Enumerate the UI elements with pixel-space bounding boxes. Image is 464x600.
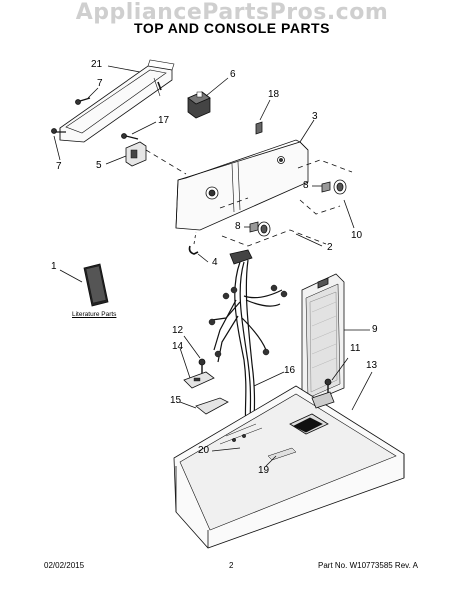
leader-10 [343,199,355,229]
callout-14: 14 [172,341,184,352]
leader-14 [179,347,191,379]
leader-16 [253,371,285,387]
dash-5-to-console [145,149,187,175]
leader-7-left [53,135,61,161]
dash-box-lower [219,197,327,247]
callout-2: 2 [327,242,333,253]
watermark: AppliancePartsPros.com [75,0,389,25]
footer-date: 02/02/2015 [44,561,85,570]
footer-partno: Part No. W10773585 Rev. A [318,561,418,570]
knob-2 [257,221,271,237]
callout-15: 15 [170,395,182,406]
callout-17: 17 [158,115,170,126]
console-assembly [175,139,309,231]
screw-7-left [51,128,66,134]
leader-2 [295,233,323,247]
callout-5: 5 [96,160,102,171]
leader-4 [197,253,209,263]
literature-label: Literature Parts [72,311,117,318]
callout-8b: 8 [235,221,241,232]
clip-18 [255,121,263,135]
callout-18: 18 [268,89,280,100]
hook-clip-4 [188,245,199,255]
leader-1 [59,269,83,283]
dash-4-to-console [193,231,197,245]
callout-21: 21 [91,59,103,70]
wire-harness [208,249,288,427]
leader-11 [331,357,349,381]
callout-1: 1 [51,261,57,272]
screw-7-top [75,97,91,105]
dash-box-right [297,159,353,215]
callout-13: 13 [366,360,378,371]
leader-12 [183,335,201,359]
leader-3 [299,119,315,143]
lint-screen [301,273,345,405]
callout-9: 9 [372,324,378,335]
callout-19: 19 [258,465,270,476]
callout-10: 10 [351,230,363,241]
callout-3: 3 [312,111,318,122]
callout-11: 11 [350,343,361,354]
callout-16: 16 [284,365,296,376]
callout-20: 20 [198,445,210,456]
callout-6: 6 [230,69,236,80]
leader-21 [107,65,141,73]
console-trim-panel [59,59,175,143]
screw-17 [121,133,139,140]
leader-13 [351,371,373,411]
callout-7a: 7 [97,78,103,89]
footer-page: 2 [229,561,234,570]
callout-8a: 8 [303,180,309,191]
leader-20 [211,447,241,452]
switch-6 [187,91,211,119]
knob-clip-8-lower [249,221,259,233]
callout-12: 12 [172,325,184,336]
knob-10 [333,179,347,195]
callout-4: 4 [212,257,218,268]
leader-6 [205,77,229,97]
leader-15 [179,401,197,409]
leader-17 [131,121,157,135]
bracket-14 [183,371,215,389]
knob-clip-8-right [321,181,331,193]
leader-5 [105,155,127,165]
main-top-panel [173,385,405,549]
bracket-15 [195,397,229,415]
page-title: TOP AND CONSOLE PARTS [134,20,330,36]
bracket-5 [125,141,147,167]
leader-19 [265,455,277,467]
callout-7b: 7 [56,161,62,172]
literature-booklet [83,263,109,307]
leader-18 [259,99,271,121]
leader-7-top [87,87,99,99]
